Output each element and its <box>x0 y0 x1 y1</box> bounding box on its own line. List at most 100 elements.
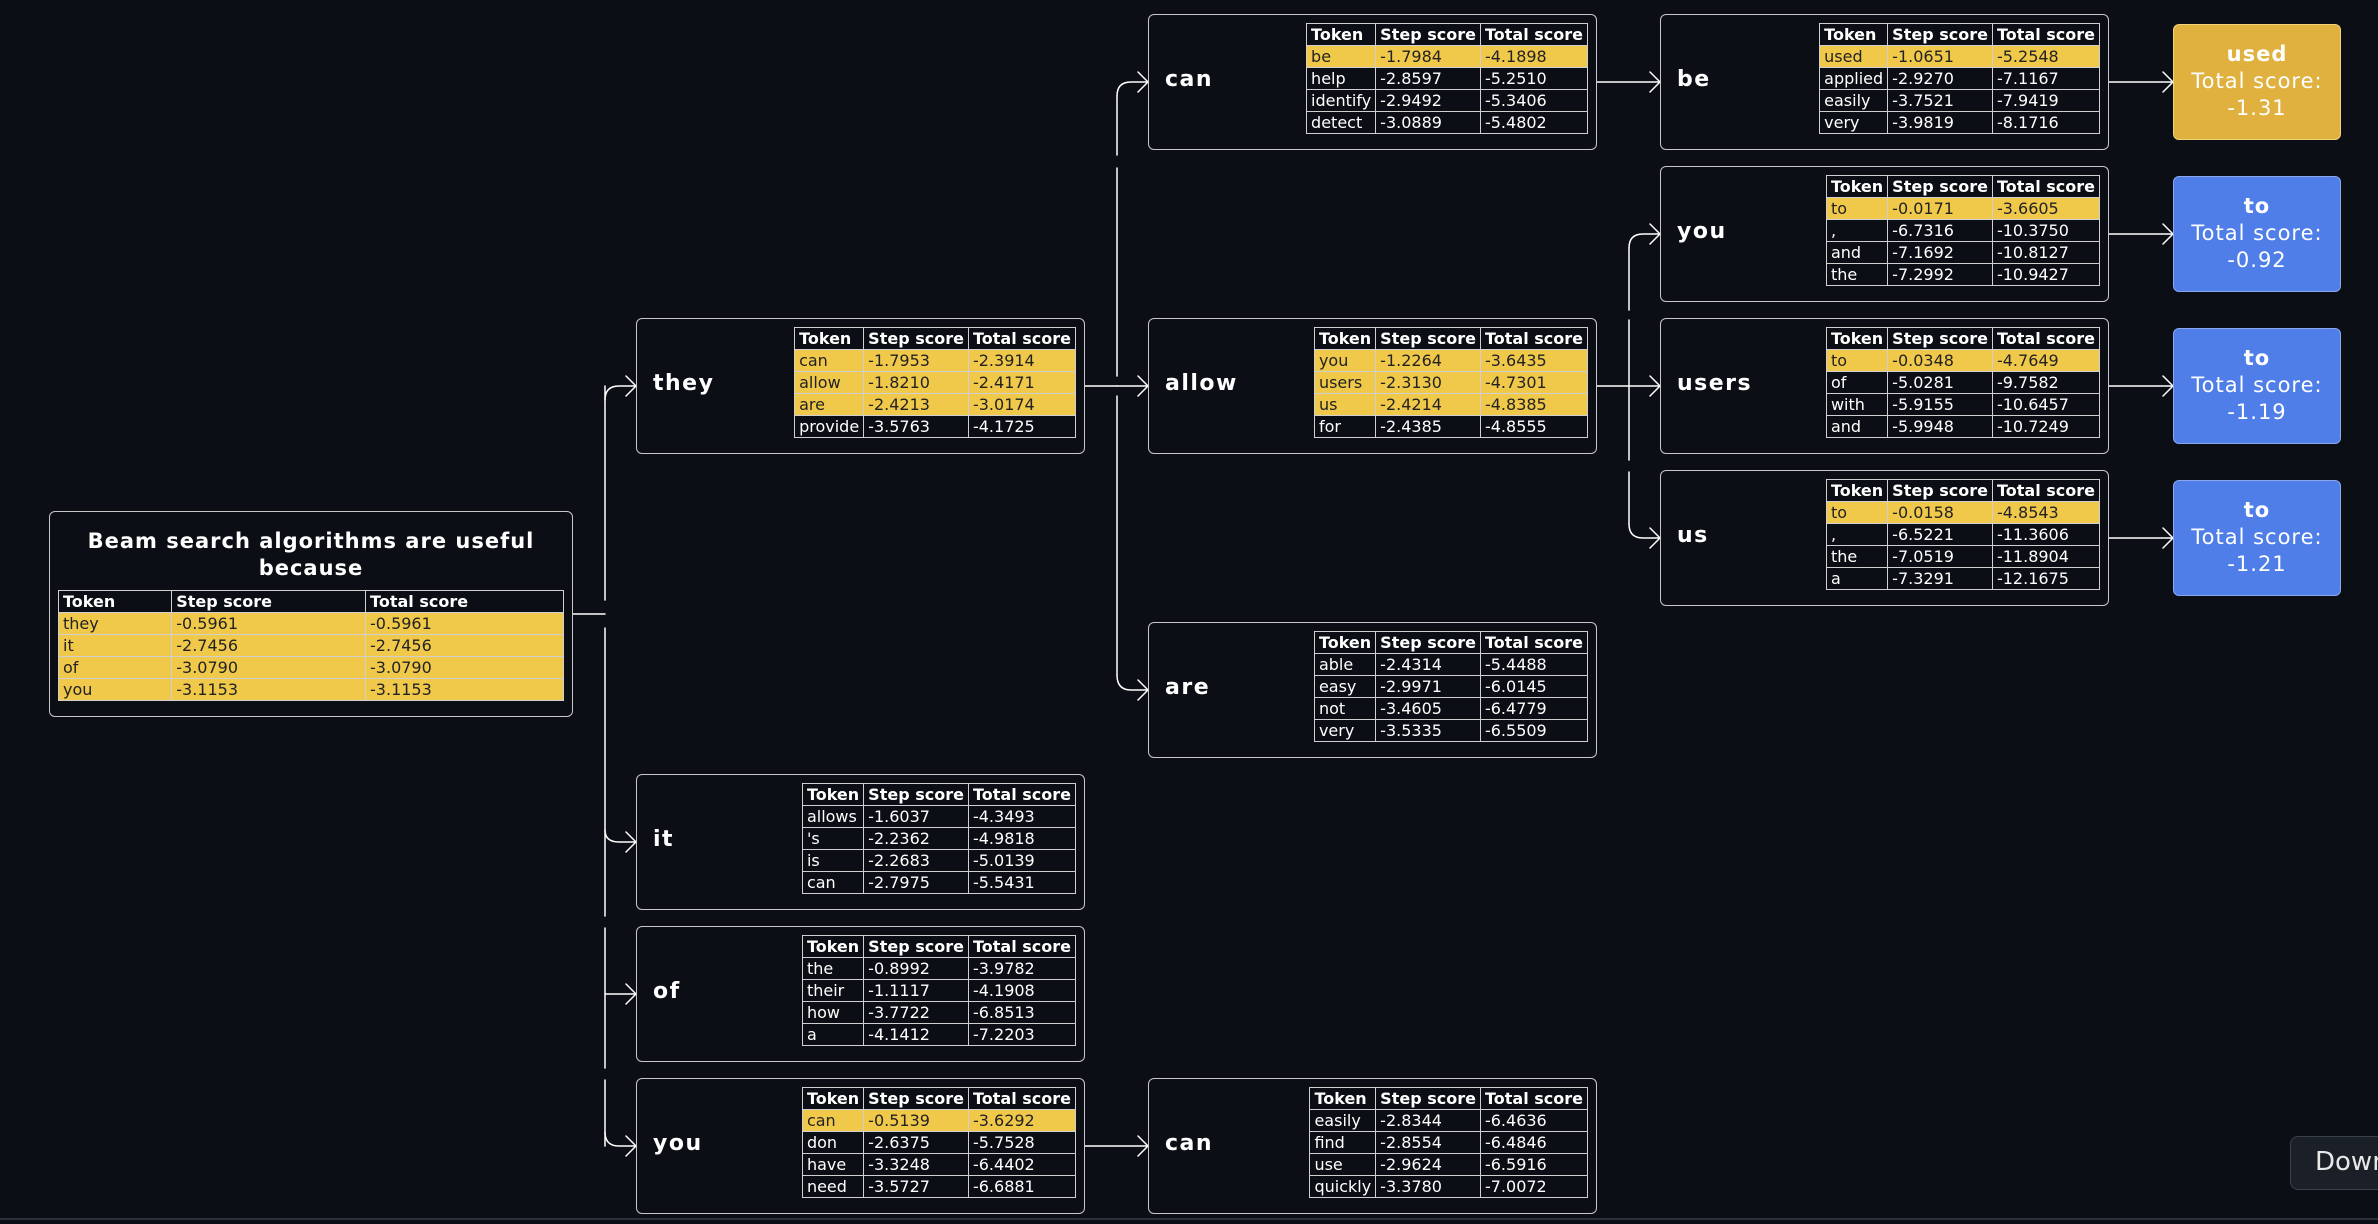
leaf-score: -0.92 <box>2227 248 2287 272</box>
leaf-score-label: Total score: <box>2191 373 2323 397</box>
step-score-cell: -5.9948 <box>1887 415 1993 438</box>
token-cell: find <box>1309 1131 1377 1154</box>
table-row: can-2.7975-5.5431 <box>801 871 1077 894</box>
step-score-cell: -0.8992 <box>863 957 969 980</box>
node-label: can <box>1165 67 1214 92</box>
table-row: of-5.0281-9.7582 <box>1825 371 2101 394</box>
table-row: able-2.4314-5.4488 <box>1313 653 1589 676</box>
table-row: a-4.1412-7.2203 <box>801 1023 1077 1046</box>
token-cell: their <box>801 979 865 1002</box>
table-row: and-7.1692-10.8127 <box>1825 241 2101 264</box>
total-score-cell: -4.1908 <box>967 979 1077 1002</box>
total-score-cell: -3.9782 <box>967 957 1077 980</box>
token-cell: the <box>801 957 865 980</box>
token-cell: 's <box>801 827 865 850</box>
table-row: not-3.4605-6.4779 <box>1313 697 1589 720</box>
step-score-cell: -0.5961 <box>171 612 367 635</box>
node-label: you <box>653 1131 703 1156</box>
token-cell: can <box>801 1109 865 1132</box>
token-cell: with <box>1825 393 1889 416</box>
leaf-used: used Total score: -1.31 <box>2173 24 2341 140</box>
step-score-cell: -3.4605 <box>1375 697 1481 720</box>
step-score-cell: -2.4214 <box>1375 393 1481 416</box>
table-row: find-2.8554-6.4846 <box>1309 1131 1589 1154</box>
step-score-cell: -1.0651 <box>1887 45 1993 68</box>
column-header: Step score <box>1887 175 1993 198</box>
node-label: of <box>653 979 681 1004</box>
column-header: Step score <box>1887 479 1993 502</box>
leaf-score: -1.31 <box>2227 96 2287 120</box>
token-cell: they <box>57 612 173 635</box>
table-row: easily-3.7521-7.9419 <box>1819 89 2101 112</box>
column-header: Total score <box>1991 175 2101 198</box>
column-header: Step score <box>171 590 367 613</box>
column-header: Step score <box>1375 1087 1481 1110</box>
token-cell: a <box>801 1023 865 1046</box>
step-score-cell: -2.2683 <box>863 849 969 872</box>
total-score-cell: -6.5916 <box>1479 1153 1589 1176</box>
leaf-you-to: to Total score: -0.92 <box>2173 176 2341 292</box>
step-score-cell: -2.3130 <box>1375 371 1481 394</box>
token-cell: quickly <box>1309 1175 1377 1198</box>
table-row: of-3.0790-3.0790 <box>57 656 564 679</box>
column-header: Total score <box>1479 23 1589 46</box>
token-cell: of <box>1825 371 1889 394</box>
node-label: can <box>1165 1131 1214 1156</box>
step-score-cell: -7.2992 <box>1887 263 1993 286</box>
total-score-cell: -0.5961 <box>365 612 564 635</box>
step-score-cell: -3.5335 <box>1375 719 1481 742</box>
total-score-cell: -4.8555 <box>1479 415 1589 438</box>
total-score-cell: -6.8513 <box>967 1001 1077 1024</box>
total-score-cell: -3.6292 <box>967 1109 1077 1132</box>
step-score-cell: -3.0790 <box>171 656 367 679</box>
total-score-cell: -8.1716 <box>1991 111 2101 134</box>
column-header: Total score <box>967 1087 1077 1110</box>
total-score-cell: -9.7582 <box>1991 371 2101 394</box>
table-row: very-3.5335-6.5509 <box>1313 719 1589 742</box>
total-score-cell: -5.0139 <box>967 849 1077 872</box>
table-row: easily-2.8344-6.4636 <box>1309 1109 1589 1132</box>
total-score-cell: -4.7301 <box>1479 371 1589 394</box>
column-header: Step score <box>1887 327 1993 350</box>
table-row: can-0.5139-3.6292 <box>801 1109 1077 1132</box>
table-row: ,-6.5221-11.3606 <box>1825 523 2101 546</box>
table-row: they-0.5961-0.5961 <box>57 612 564 635</box>
step-score-cell: -3.5727 <box>863 1175 969 1198</box>
column-header: Token <box>1306 23 1377 46</box>
step-score-cell: -1.8210 <box>863 371 969 394</box>
token-cell: to <box>1825 349 1889 372</box>
column-header: Step score <box>863 1087 969 1110</box>
step-score-cell: -7.0519 <box>1887 545 1993 568</box>
token-cell: can <box>801 871 865 894</box>
step-score-cell: -3.5763 <box>863 415 969 438</box>
table-row: for-2.4385-4.8555 <box>1313 415 1589 438</box>
table-row: help-2.8597-5.2510 <box>1306 67 1589 90</box>
node-label: be <box>1677 67 1711 92</box>
token-cell: easily <box>1309 1109 1377 1132</box>
bottom-divider <box>0 1218 2378 1220</box>
step-score-cell: -7.1692 <box>1887 241 1993 264</box>
table-row: are-2.4213-3.0174 <box>794 393 1077 416</box>
token-cell: not <box>1313 697 1377 720</box>
table-row: allow-1.8210-2.4171 <box>794 371 1077 394</box>
download-button[interactable]: Download <box>2290 1136 2378 1190</box>
table-row: quickly-3.3780-7.0072 <box>1309 1175 1589 1198</box>
total-score-cell: -6.4636 <box>1479 1109 1589 1132</box>
node-label: they <box>653 371 715 396</box>
total-score-cell: -4.1898 <box>1479 45 1589 68</box>
total-score-cell: -4.7649 <box>1991 349 2101 372</box>
total-score-cell: -6.6881 <box>967 1175 1077 1198</box>
leaf-score-label: Total score: <box>2191 221 2323 245</box>
step-score-cell: -2.7456 <box>171 634 367 657</box>
